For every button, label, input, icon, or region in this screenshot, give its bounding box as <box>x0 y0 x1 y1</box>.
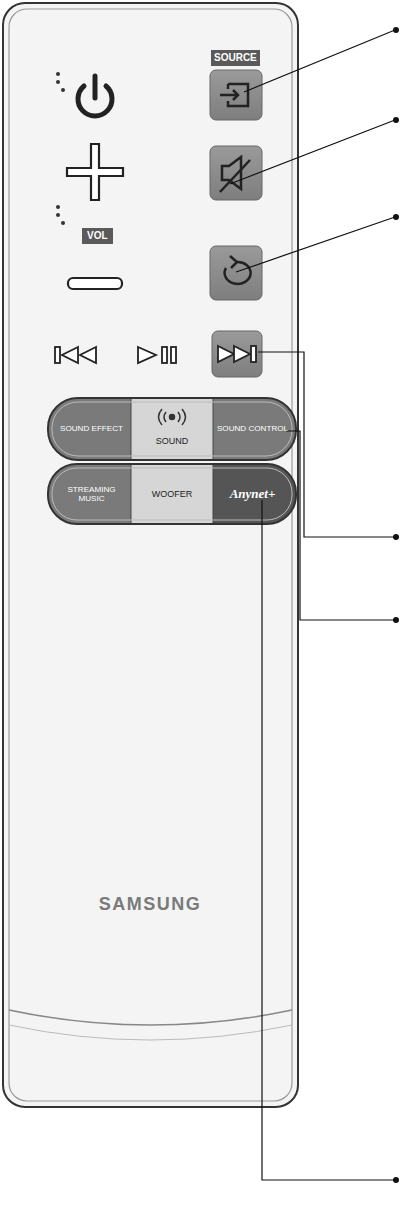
source-icon <box>220 84 248 106</box>
next-icon <box>218 346 256 362</box>
mute-icon <box>220 157 250 192</box>
button-text: SOUND CONTROL <box>214 424 291 433</box>
repeat-icon <box>225 256 251 284</box>
repeat-button <box>210 246 262 300</box>
next-button <box>212 331 262 377</box>
callout-dots <box>393 27 399 1183</box>
mute-button <box>210 146 262 200</box>
sound-icon <box>159 409 186 425</box>
source-button: SOURCE <box>210 70 262 120</box>
bottom-cap <box>9 1010 292 1025</box>
woofer-button: WOOFER <box>131 466 213 522</box>
streaming-music-button: STREAMING MUSIC <box>52 466 131 522</box>
button-text: SOUND <box>150 436 195 446</box>
indicator-dots <box>56 72 65 225</box>
housing-edge <box>9 9 292 1101</box>
source-button <box>210 70 262 120</box>
vol-label: VOL <box>82 228 113 244</box>
sound-effect-button: SOUND EFFECT <box>52 400 131 458</box>
button-text: SOUND EFFECT <box>57 424 126 433</box>
sound-button: SOUND <box>131 426 213 456</box>
sound-pill-edge <box>52 402 292 456</box>
music-pill-edge <box>52 468 292 520</box>
music-pill-outline <box>48 464 296 524</box>
anynet-button: Anynet+ <box>213 466 292 522</box>
transport-keys <box>55 347 176 363</box>
button-label: SOURCE <box>211 50 260 66</box>
volume-up <box>67 144 123 200</box>
sound-pill-outline <box>48 398 296 460</box>
leader-lines <box>230 30 395 1180</box>
remote-housing <box>3 3 298 1107</box>
music-pill <box>48 464 296 524</box>
button-text: WOOFER <box>146 489 199 499</box>
sound-pill <box>48 398 296 460</box>
power-button <box>78 76 112 116</box>
brand-logo: SAMSUNG <box>99 893 202 915</box>
sound-control-button: SOUND CONTROL <box>213 400 292 458</box>
volume-down <box>68 278 122 289</box>
bottom-cap-edge <box>9 1025 292 1040</box>
button-text: STREAMING MUSIC <box>52 485 131 504</box>
button-text: Anynet+ <box>224 487 282 502</box>
